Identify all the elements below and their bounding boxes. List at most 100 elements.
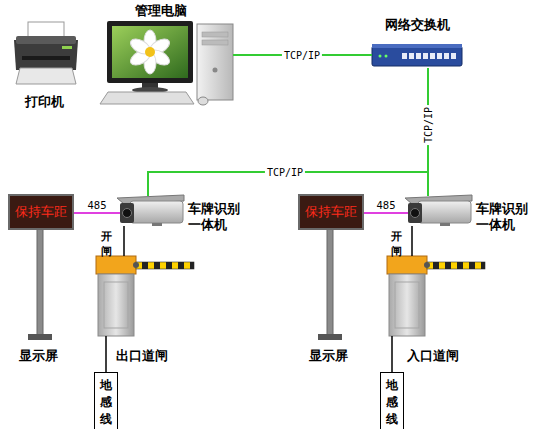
gate-cabinet (98, 274, 134, 336)
pole-base (28, 334, 52, 340)
computer-node: 管理电脑 (103, 20, 233, 106)
camera-body (418, 201, 471, 223)
arm-stripe (469, 262, 475, 269)
rs485-cable (364, 212, 408, 214)
printer-button (62, 46, 72, 49)
network-cable (148, 68, 428, 196)
switch-port (437, 53, 442, 59)
display-pole-left (28, 226, 52, 340)
gate-node: 入口道闸 (387, 256, 427, 336)
drive-bay (202, 32, 228, 37)
control-wire (123, 226, 125, 256)
camera-mount (152, 223, 162, 226)
mouse (198, 97, 208, 105)
camera-mount (440, 223, 450, 226)
gate-arm (136, 262, 194, 269)
switch-port (451, 53, 456, 59)
camera-lens (411, 209, 420, 218)
device-label: 入口道闸 (407, 348, 459, 364)
sensor-node: 地感线 (94, 372, 118, 429)
device-label: 网络交换机 (385, 17, 450, 33)
arm-stripe (190, 262, 194, 269)
flower-center (145, 47, 155, 57)
gate-top (387, 256, 427, 274)
pole (327, 226, 333, 336)
camera-face (408, 203, 422, 223)
arm-stripe (142, 262, 148, 269)
switch-port (409, 53, 414, 59)
sensor-node: 地感线 (380, 372, 404, 429)
device-label: 管理电脑 (135, 3, 187, 19)
gate-door (395, 282, 419, 328)
edge-label: TCP/IP (265, 167, 305, 178)
gate-cabinet (389, 274, 425, 336)
keyboard (100, 92, 194, 104)
switch-node: 网络交换机 (372, 42, 462, 68)
pc-tower (197, 24, 233, 100)
switch-port (430, 53, 435, 59)
display-node: 保持车距显示屏 (8, 194, 74, 344)
camera-lens (123, 209, 132, 218)
led-text: 保持车距 (8, 194, 74, 230)
switch-port (416, 53, 421, 59)
display-pole-right (318, 226, 342, 340)
device-label: 车牌识别一体机 (188, 201, 244, 232)
arm-stripe (178, 262, 184, 269)
printer-node: 打印机 (10, 22, 78, 86)
camera-body (130, 201, 183, 223)
device-label: 出口道闸 (116, 348, 168, 364)
edge-label: 485 (87, 200, 106, 211)
gate-arm (427, 262, 485, 269)
gate-left (96, 256, 194, 336)
printer-tray (16, 68, 76, 84)
camera-node: 车牌识别一体机 (120, 196, 184, 226)
device-label: 显示屏 (309, 348, 348, 364)
camera-face (120, 203, 134, 223)
arm-pivot (424, 262, 430, 268)
sensor-label: 地感线 (100, 377, 112, 428)
switch-top (372, 44, 462, 48)
arm-stripe (154, 262, 160, 269)
camera-node: 车牌识别一体机 (408, 196, 472, 226)
device-label: 打印机 (25, 94, 64, 110)
arm-stripe (457, 262, 463, 269)
monitor-screen (112, 26, 188, 78)
power-button (213, 68, 218, 73)
edge-label: 开闸 (101, 229, 112, 259)
control-wire (411, 226, 413, 256)
switch-port (444, 53, 449, 59)
printer-top (16, 36, 76, 44)
switch-light (385, 55, 388, 58)
device-label: 车牌识别一体机 (476, 201, 532, 232)
camera-left (117, 195, 184, 226)
edge-label: TCP/IP (282, 50, 322, 61)
arm-stripe (481, 262, 485, 269)
gate-node: 出口道闸 (96, 256, 136, 336)
printer-body (14, 40, 78, 70)
rs485-cable (74, 212, 120, 214)
pole-base (318, 334, 342, 340)
monitor-bezel (107, 21, 193, 83)
drive-bay (202, 40, 228, 45)
switch-light (379, 55, 382, 58)
switch-port (402, 53, 407, 59)
printer-slot (22, 56, 70, 60)
sensor-wire (391, 336, 393, 372)
edge-label: 485 (376, 200, 395, 211)
gate-door (104, 282, 128, 328)
display-node: 保持车距显示屏 (298, 194, 364, 344)
arm-pivot (133, 262, 139, 268)
arm-stripe (166, 262, 172, 269)
flower-image (128, 30, 172, 74)
gate-top (96, 256, 136, 274)
arm-stripe (433, 262, 439, 269)
edge-label: TCP/IP (423, 105, 434, 145)
arm-stripe (445, 262, 451, 269)
edge-label: 开闸 (391, 229, 402, 259)
led-text: 保持车距 (298, 194, 364, 230)
